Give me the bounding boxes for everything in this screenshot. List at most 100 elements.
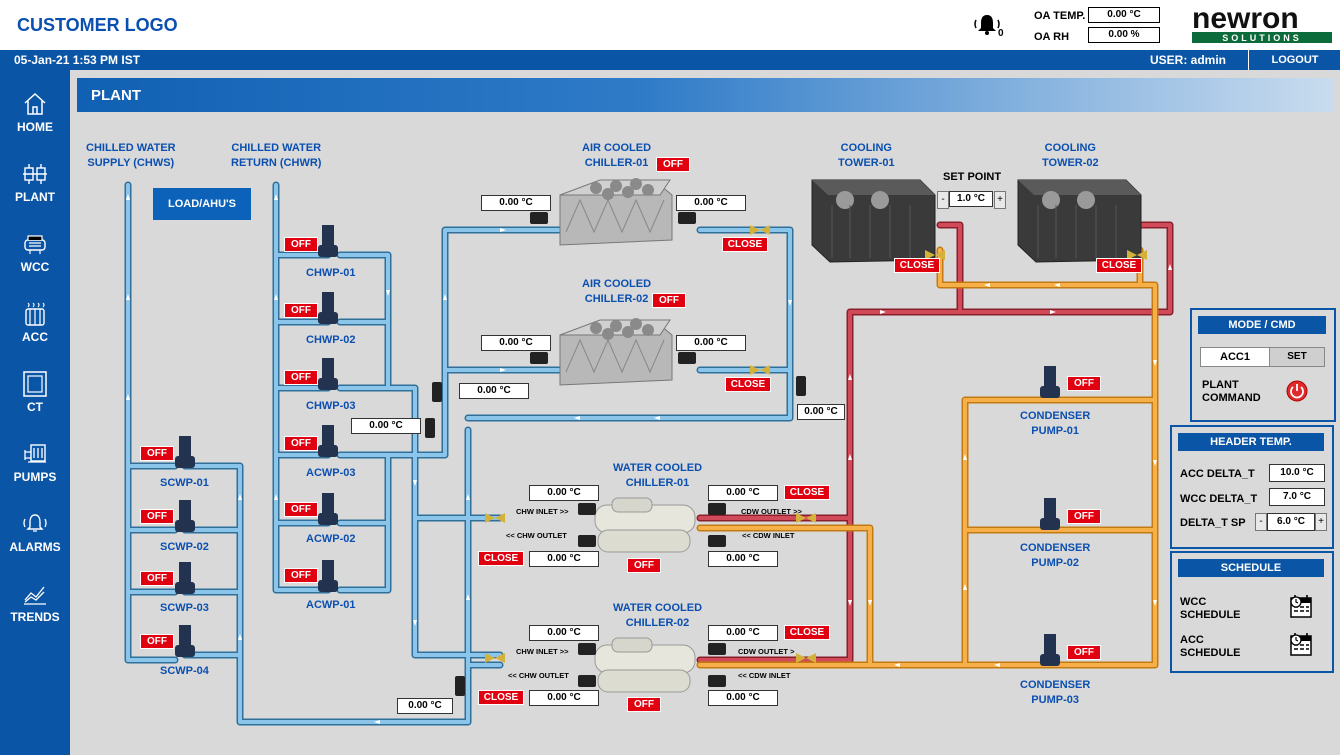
scwp-01-pump-icon (175, 436, 195, 468)
condenser-pump-02-icon (1040, 498, 1060, 530)
wcc-delta-label: WCC DELTA_T (1180, 493, 1258, 505)
ct-setpoint-value[interactable]: 1.0 °C (949, 191, 993, 207)
wcc2-status-badge[interactable]: OFF (627, 697, 661, 712)
alarm-bell-icon[interactable] (972, 10, 1002, 40)
acc2-right-temp: 0.00 °C (676, 335, 746, 351)
wcc2-chw-valve-status[interactable]: CLOSE (478, 690, 524, 705)
wcc1-cdw-valve-status[interactable]: CLOSE (784, 485, 830, 500)
wcc2-chw-outlet-temp: 0.00 °C (529, 690, 599, 706)
condenser-pump-01-status[interactable]: OFF (1067, 376, 1101, 391)
nav-ct[interactable]: CT (0, 370, 70, 432)
delta-sp-value[interactable]: 6.0 °C (1267, 513, 1315, 531)
schedule-title: SCHEDULE (1178, 559, 1324, 577)
trends-icon (24, 586, 46, 605)
acc-supply-header-temp: 0.00 °C (459, 383, 529, 399)
acwp-01-status[interactable]: OFF (284, 568, 318, 583)
condenser-pump-01-icon (1040, 366, 1060, 398)
load-ahus-button[interactable]: LOAD/AHU'S (153, 188, 251, 220)
acc1-status-badge[interactable]: OFF (656, 157, 690, 172)
ct1-valve-status[interactable]: CLOSE (894, 258, 940, 273)
ct-icon (23, 371, 47, 397)
home-icon (24, 92, 46, 115)
ct-setpoint-minus-button[interactable]: - (937, 191, 949, 209)
delta-sp-plus-button[interactable]: + (1315, 513, 1327, 531)
scwp-04-status[interactable]: OFF (140, 634, 174, 649)
acc1-right-temp: 0.00 °C (676, 195, 746, 211)
acc-calendar-icon[interactable] (1288, 631, 1314, 657)
chwp-01-pump-icon (318, 225, 338, 257)
nav-ct-label: CT (27, 400, 43, 414)
acc2-valve-status[interactable]: CLOSE (725, 377, 771, 392)
nav-wcc[interactable]: WCC (0, 230, 70, 292)
scwp-03-pump-icon (175, 562, 195, 594)
wcc2-cdw-outlet-temp: 0.00 °C (708, 625, 778, 641)
header-temp-panel: HEADER TEMP. ACC DELTA_T 10.0 °C WCC DEL… (1170, 425, 1334, 549)
acc1-left-temp: 0.00 °C (481, 195, 551, 211)
ct-setpoint-plus-button[interactable]: + (994, 191, 1006, 209)
chwp-03-pump-icon (318, 358, 338, 390)
scwp-02-status[interactable]: OFF (140, 509, 174, 524)
condenser-pump-03-status[interactable]: OFF (1067, 645, 1101, 660)
chwp-03-label: CHWP-03 (306, 400, 356, 412)
customer-logo: CUSTOMER LOGO (17, 15, 178, 35)
scwp-03-status[interactable]: OFF (140, 571, 174, 586)
nav-pumps[interactable]: PUMPS (0, 440, 70, 502)
logout-button[interactable]: LOGOUT (1248, 50, 1340, 70)
chwp-01-label: CHWP-01 (306, 267, 356, 279)
ct-setpoint-label: SET POINT (943, 171, 1002, 183)
condenser-pump-03-icon (1040, 634, 1060, 666)
wcc2-chw-inlet-temp: 0.00 °C (529, 625, 599, 641)
header-temp-title: HEADER TEMP. (1178, 433, 1324, 451)
chwp-02-status[interactable]: OFF (284, 303, 318, 318)
nav-acc-label: ACC (22, 330, 48, 344)
brand-logo: newron SOLUTIONS (1192, 2, 1332, 43)
mode-value[interactable]: ACC1 (1200, 347, 1270, 367)
nav-acc[interactable]: ACC (0, 300, 70, 362)
wcc-calendar-icon[interactable] (1288, 593, 1314, 619)
nav-trends-label: TRENDS (10, 610, 60, 624)
delta-sp-label: DELTA_T SP (1180, 517, 1246, 529)
acc-return-header-temp: 0.00 °C (797, 404, 845, 420)
nav-alarms[interactable]: ALARMS (0, 510, 70, 572)
power-icon[interactable] (1286, 380, 1308, 402)
nav-plant[interactable]: PLANT (0, 160, 70, 222)
condenser-pump-02-status[interactable]: OFF (1067, 509, 1101, 524)
wcc1-status-badge[interactable]: OFF (627, 558, 661, 573)
wcc1-cdw-outlet-label: CDW OUTLET >> (741, 507, 802, 516)
delta-sp-minus-button[interactable]: - (1255, 513, 1267, 531)
alarm-count: 0 (998, 28, 1004, 39)
wcc2-cdw-valve-status[interactable]: CLOSE (784, 625, 830, 640)
plant-icon (23, 164, 47, 184)
acwp-02-status[interactable]: OFF (284, 502, 318, 517)
chwp-03-status[interactable]: OFF (284, 370, 318, 385)
chwp-01-status[interactable]: OFF (284, 237, 318, 252)
water-cooled-chiller-02-graphic (594, 637, 696, 693)
wcc1-chw-valve-status[interactable]: CLOSE (478, 551, 524, 566)
scwp-01-status[interactable]: OFF (140, 446, 174, 461)
cooling-tower-02-graphic (1017, 179, 1142, 263)
nav-trends[interactable]: TRENDS (0, 580, 70, 642)
nav-home[interactable]: HOME (0, 90, 70, 152)
ct2-valve-status[interactable]: CLOSE (1096, 258, 1142, 273)
scwp-02-label: SCWP-02 (160, 541, 209, 553)
brand-sub: SOLUTIONS (1222, 33, 1302, 43)
nav-wcc-label: WCC (20, 260, 50, 274)
top-bar: CUSTOMER LOGO 0 OA TEMP. 0.00 °C OA RH 0… (0, 0, 1340, 50)
acc2-status-badge[interactable]: OFF (652, 293, 686, 308)
acc-delta-label: ACC DELTA_T (1180, 468, 1255, 480)
wcc-icon (24, 235, 46, 254)
acwp-03-status[interactable]: OFF (284, 436, 318, 451)
acc-delta-value: 10.0 °C (1269, 464, 1325, 482)
mode-set-button[interactable]: SET (1269, 347, 1325, 367)
pump-graphics (175, 225, 1060, 666)
page-titlebar: PLANT (77, 78, 1333, 112)
acc1-valve-status[interactable]: CLOSE (722, 237, 768, 252)
